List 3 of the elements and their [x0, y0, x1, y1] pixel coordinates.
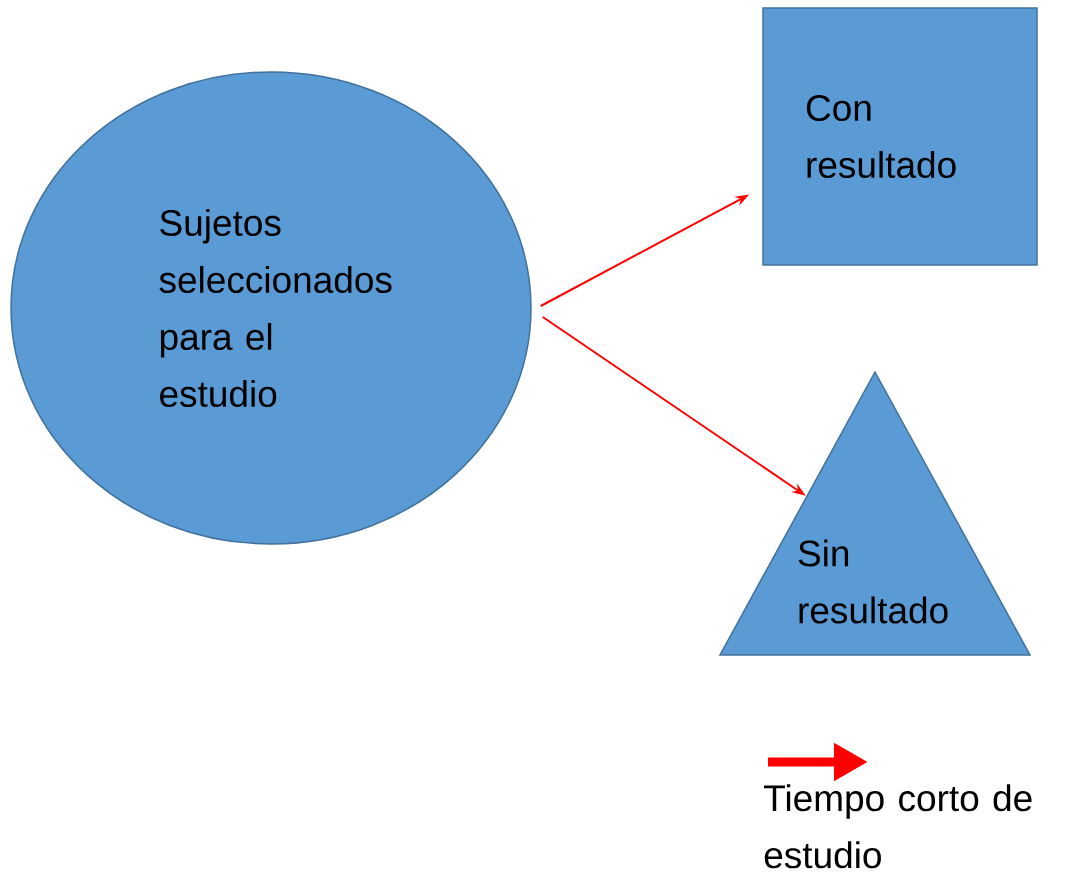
- legend-text: Tiempo corto de estudio: [764, 784, 1032, 869]
- ellipse-node: Sujetos seleccionados para el estudio: [10, 71, 532, 545]
- square-node: Con resultado: [762, 7, 1038, 266]
